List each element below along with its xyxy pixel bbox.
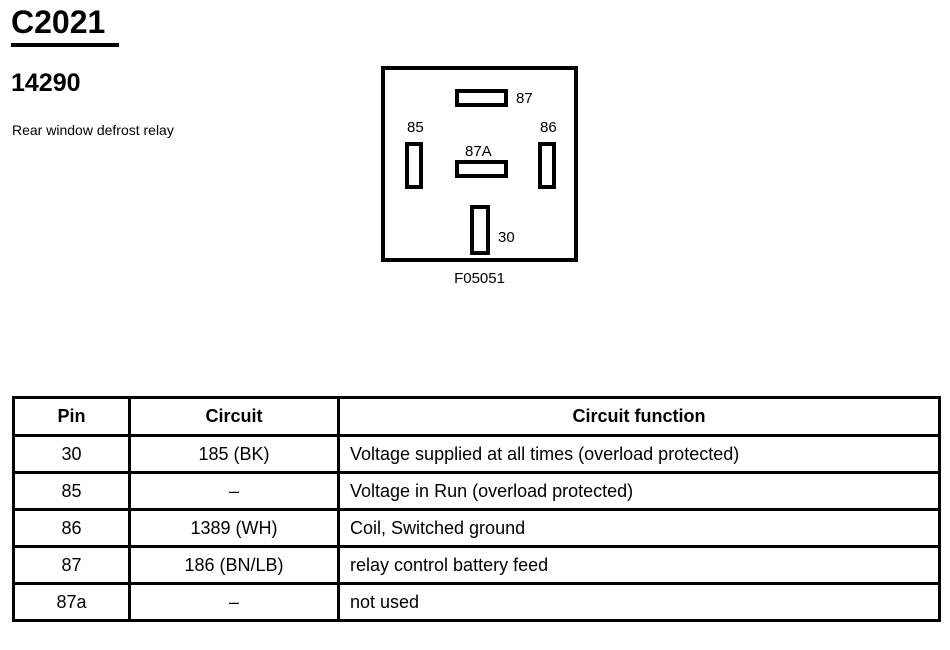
table-row: 85 – Voltage in Run (overload protected) [12, 471, 941, 511]
column-header-circuit-function: Circuit function [337, 396, 941, 437]
table-row: 87a – not used [12, 582, 941, 622]
relay-terminal-85-label: 85 [407, 119, 424, 136]
cell-circuit: 185 (BK) [128, 434, 340, 474]
component-description: Rear window defrost relay [12, 122, 174, 138]
cell-pin: 86 [12, 508, 131, 548]
column-header-pin: Pin [12, 396, 131, 437]
relay-terminal-87a [455, 160, 508, 178]
cell-circuit: – [128, 471, 340, 511]
connector-id-title: C2021 [11, 4, 106, 40]
cell-circuit: – [128, 582, 340, 622]
relay-terminal-87-label: 87 [516, 90, 533, 107]
relay-terminal-87 [455, 89, 508, 107]
cell-pin: 30 [12, 434, 131, 474]
cell-pin: 87a [12, 582, 131, 622]
cell-pin: 87 [12, 545, 131, 585]
cell-function: Coil, Switched ground [337, 508, 941, 548]
cell-circuit: 1389 (WH) [128, 508, 340, 548]
relay-diagram: 87 87A 85 86 30 [381, 66, 578, 262]
title-underline-rule [11, 43, 119, 47]
table-header-row: Pin Circuit Circuit function [12, 396, 941, 437]
cell-function: Voltage supplied at all times (overload … [337, 434, 941, 474]
part-number: 14290 [11, 69, 81, 97]
cell-function: not used [337, 582, 941, 622]
cell-pin: 85 [12, 471, 131, 511]
column-header-circuit: Circuit [128, 396, 340, 437]
relay-terminal-30-label: 30 [498, 229, 515, 246]
relay-terminal-30 [470, 205, 490, 255]
table-row: 30 185 (BK) Voltage supplied at all time… [12, 434, 941, 474]
cell-circuit: 186 (BN/LB) [128, 545, 340, 585]
relay-terminal-86 [538, 142, 556, 189]
relay-figure-id: F05051 [454, 270, 505, 287]
table-row: 87 186 (BN/LB) relay control battery fee… [12, 545, 941, 585]
relay-terminal-85 [405, 142, 423, 189]
relay-terminal-86-label: 86 [540, 119, 557, 136]
cell-function: Voltage in Run (overload protected) [337, 471, 941, 511]
relay-terminal-87a-label: 87A [465, 143, 492, 160]
table-row: 86 1389 (WH) Coil, Switched ground [12, 508, 941, 548]
pin-assignment-table: Pin Circuit Circuit function 30 185 (BK)… [12, 396, 941, 622]
cell-function: relay control battery feed [337, 545, 941, 585]
